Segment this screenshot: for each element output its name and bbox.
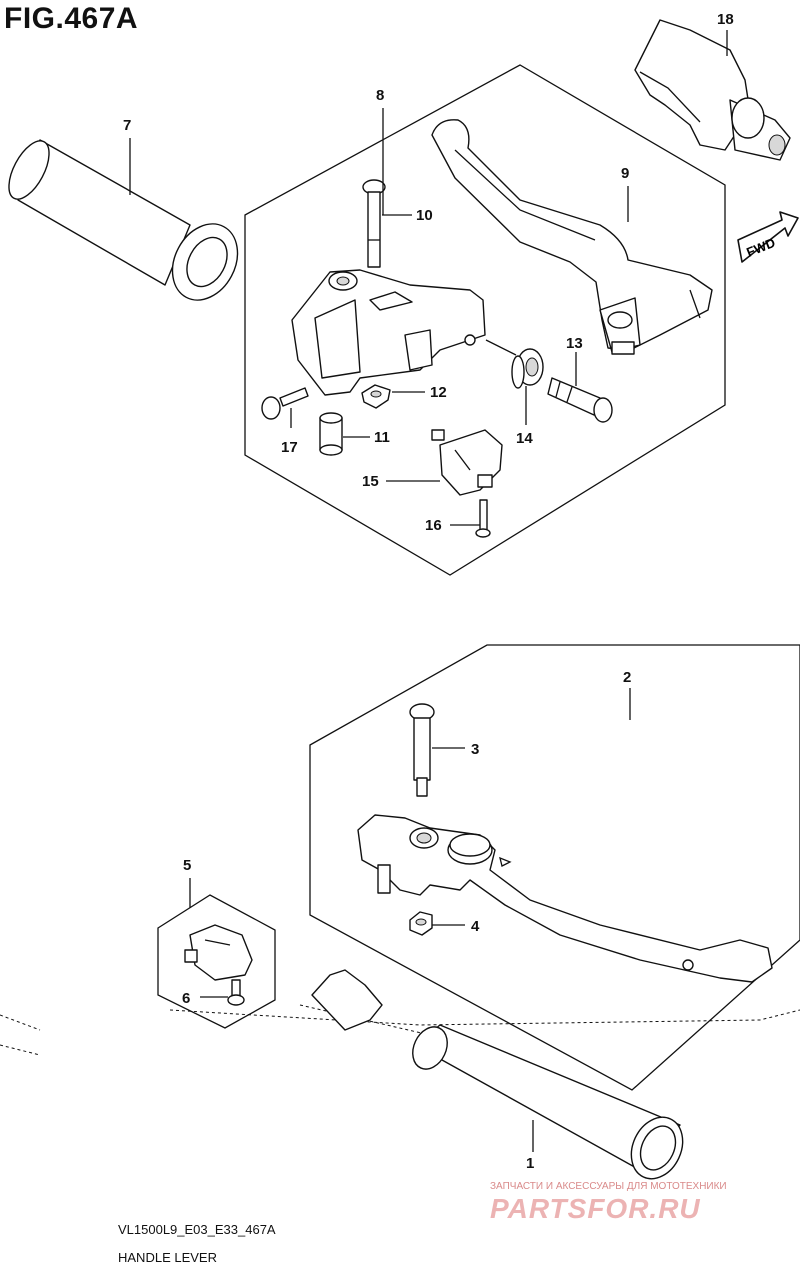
part-brake-lever-2 — [357, 814, 773, 983]
callout-4: 4 — [471, 918, 480, 935]
part-clutch-lever-9 — [431, 119, 713, 355]
part-screw-16 — [475, 499, 491, 538]
figure-title: FIG.467A — [4, 2, 139, 35]
leaders-lower — [189, 688, 631, 1152]
callout-7: 7 — [123, 117, 131, 134]
part-cover-18 — [634, 19, 791, 161]
figure-code: VL1500L9_E03_E33_467A — [118, 1222, 276, 1237]
callout-11: 11 — [374, 429, 390, 446]
group-box-2 — [309, 644, 800, 1091]
part-grip-right — [311, 969, 684, 1180]
group-box-8 — [244, 64, 726, 576]
callout-5: 5 — [183, 857, 191, 874]
part-grip-left — [8, 139, 239, 301]
callout-18: 18 — [717, 11, 734, 28]
part-nut-12 — [361, 384, 391, 409]
callout-6: 6 — [182, 990, 190, 1007]
part-switch-15 — [431, 429, 503, 496]
callout-16: 16 — [425, 517, 442, 534]
callout-10: 10 — [416, 207, 433, 224]
watermark-subtitle: ЗАПЧАСТИ И АКСЕССУАРЫ ДЛЯ МОТОТЕХНИКИ — [490, 1181, 727, 1192]
callout-13: 13 — [566, 335, 583, 352]
callout-1: 1 — [526, 1155, 534, 1172]
part-adjuster-13 — [547, 377, 613, 423]
part-bracket-8 — [291, 269, 486, 396]
watermark-brand: PARTSFOR.RU — [490, 1193, 701, 1224]
callout-9: 9 — [621, 165, 629, 182]
part-screw-17 — [261, 387, 309, 420]
part-screw-6 — [227, 979, 245, 1006]
callout-17: 17 — [281, 439, 298, 456]
callout-14: 14 — [516, 430, 533, 447]
callout-3: 3 — [471, 741, 479, 758]
callout-2: 2 — [623, 669, 631, 686]
leaders-upper — [129, 30, 728, 526]
part-bolt-3 — [409, 703, 435, 797]
callout-12: 12 — [430, 384, 447, 401]
fwd-arrow: FWD — [737, 211, 799, 263]
part-nut-4 — [409, 911, 433, 936]
group-box-5 — [157, 894, 276, 1029]
part-washer-14 — [511, 348, 544, 389]
callout-15: 15 — [362, 473, 379, 490]
figure-name: HANDLE LEVER — [118, 1250, 217, 1265]
callout-8: 8 — [376, 87, 384, 104]
part-bolt-10 — [362, 179, 386, 268]
part-collar-11 — [319, 412, 343, 456]
part-brake-switch-5 — [184, 924, 253, 981]
